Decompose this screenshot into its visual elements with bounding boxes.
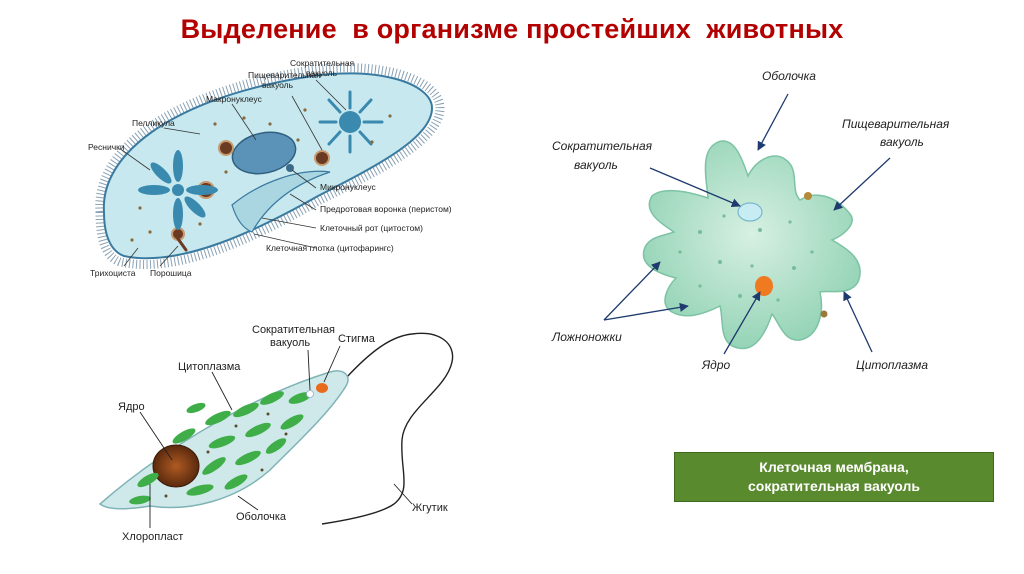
- amoeba-label-nucleus: Ядро: [701, 358, 730, 372]
- amoeba-granules: [678, 214, 814, 302]
- amoeba-label-pseudopodia: Ложноножки: [551, 330, 622, 344]
- paramecium-label-cytopharynx: Клеточная глотка (цитофарингс): [266, 243, 394, 253]
- amoeba-label-digestive-vacuole-1: Пищеварительная: [842, 117, 950, 131]
- paramecium-digestive-vacuole: [314, 150, 330, 166]
- paramecium-label-digestive-vacuole-1: Пищеварительная: [248, 70, 321, 80]
- euglena-label-nucleus: Ядро: [118, 401, 145, 413]
- euglena-label-flagellum: Жгутик: [412, 502, 448, 514]
- paramecium-label-trichocyst: Трихоциста: [90, 268, 136, 278]
- slide-title: Выделение в организме простейших животны…: [180, 14, 844, 44]
- paramecium-label-cytoproct: Порошица: [150, 268, 192, 278]
- euglena-chloroplasts: [129, 391, 312, 505]
- paramecium-label-pellicle: Пелликула: [132, 118, 175, 128]
- euglena-label-contractile-vacuole-1: Сократительная: [252, 324, 335, 336]
- euglena-leader-lines: [139, 345, 413, 528]
- euglena-contractile-vacuole: [306, 390, 314, 398]
- amoeba-arrows: [603, 93, 891, 355]
- paramecium-leader-lines: [121, 79, 347, 267]
- euglena-label-stigma: Стигма: [338, 333, 376, 345]
- euglena-label-cytoplasm: Цитоплазма: [178, 361, 241, 373]
- amoeba-food-particle: [820, 310, 828, 318]
- amoeba-label-membrane: Оболочка: [762, 69, 816, 83]
- summary-box: Клеточная мембрана, сократительная вакуо…: [674, 452, 994, 502]
- paramecium-label-cytostome: Клеточный рот (цитостом): [320, 223, 423, 233]
- paramecium-granules: [130, 108, 392, 242]
- amoeba-label-digestive-vacuole-2: вакуоль: [880, 135, 924, 149]
- amoeba-nucleus: [755, 276, 773, 296]
- paramecium-figure: Сократительная вакуоль Пищеварительная в…: [88, 58, 452, 278]
- amoeba-label-contractile-vacuole-2: вакуоль: [574, 158, 618, 172]
- paramecium-oral-groove: [231, 170, 331, 233]
- euglena-label-chloroplast: Хлоропласт: [122, 531, 183, 543]
- euglena-nucleus: [152, 444, 200, 488]
- amoeba-body: [642, 140, 861, 350]
- paramecium-label-oral-groove: Предротовая воронка (перистом): [320, 204, 452, 214]
- euglena-granules: [164, 412, 288, 498]
- paramecium-label-contractile-vacuole-1: Сократительная: [290, 58, 355, 68]
- amoeba-label-contractile-vacuole-1: Сократительная: [552, 139, 653, 153]
- paramecium-label-micronucleus: Микронуклеус: [320, 182, 377, 192]
- paramecium-label-digestive-vacuole-2: вакуоль: [262, 80, 294, 90]
- paramecium-cytoproct: [174, 234, 188, 252]
- euglena-figure: Сократительная вакуоль Стигма Цитоплазма…: [98, 324, 454, 543]
- amoeba-contractile-vacuole: [737, 202, 763, 222]
- euglena-stigma: [316, 383, 328, 393]
- amoeba-figure: Оболочка Пищеварительная вакуоль Сократи…: [551, 69, 950, 372]
- paramecium-contractile-vacuole-back: [138, 150, 218, 230]
- paramecium-digestive-vacuole: [218, 140, 234, 156]
- paramecium-label-contractile-vacuole-2: вакуоль: [306, 68, 338, 78]
- summary-line-2: сократительная вакуоль: [748, 478, 920, 494]
- paramecium-cilia: [95, 63, 445, 270]
- summary-line-1: Клеточная мембрана,: [759, 459, 909, 475]
- amoeba-label-cytoplasm: Цитоплазма: [856, 358, 928, 372]
- paramecium-macronucleus: [231, 131, 297, 175]
- paramecium-label-macronucleus: Макронуклеус: [206, 94, 263, 104]
- euglena-label-contractile-vacuole-2: вакуоль: [270, 337, 310, 349]
- paramecium-label-cilia: Реснички: [88, 142, 125, 152]
- euglena-flagellum: [321, 332, 454, 525]
- euglena-label-membrane: Оболочка: [236, 511, 287, 523]
- paramecium-contractile-vacuole-front: [318, 90, 384, 154]
- amoeba-digestive-vacuole: [804, 192, 812, 200]
